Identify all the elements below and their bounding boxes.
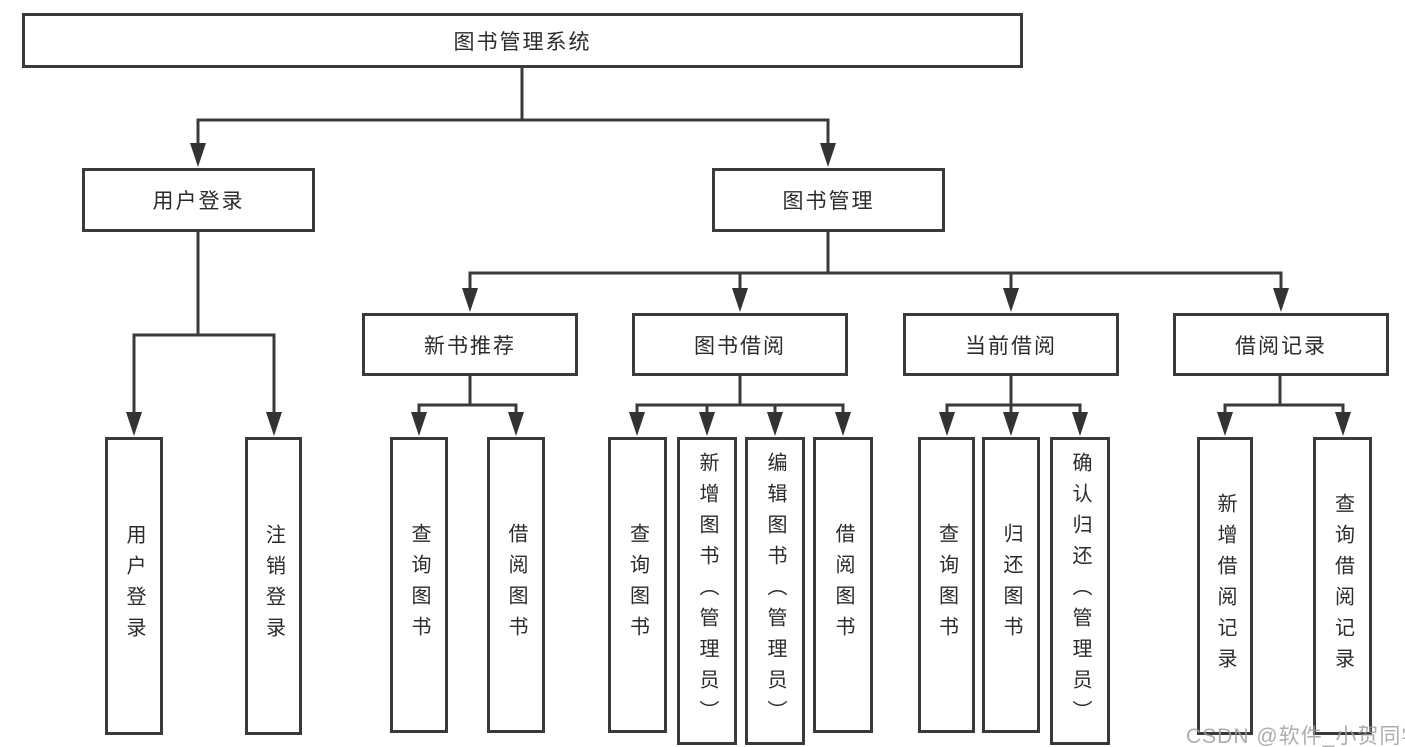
arrow-down-icon bbox=[462, 288, 478, 312]
leaf-confirm-return-admin: 确认归还（管理员） bbox=[1050, 437, 1110, 745]
leaf-add-books-admin: 新增图书（管理员） bbox=[677, 437, 737, 745]
arrow-down-icon bbox=[190, 143, 206, 167]
node-new-book-recommend: 新书推荐 bbox=[362, 313, 578, 376]
leaf-borrow-books: 借阅图书 bbox=[487, 437, 545, 733]
arrow-down-icon bbox=[126, 412, 142, 436]
leaf-borrow-books: 借阅图书 bbox=[813, 437, 873, 733]
leaf-return-books: 归还图书 bbox=[982, 437, 1040, 733]
leaf-logout: 注销登录 bbox=[245, 437, 302, 735]
leaf-query-books: 查询图书 bbox=[390, 437, 448, 733]
arrow-down-icon bbox=[266, 412, 282, 436]
arrow-down-icon bbox=[732, 288, 748, 312]
leaf-user-login: 用户登录 bbox=[105, 437, 163, 735]
node-book-borrowing: 图书借阅 bbox=[632, 313, 848, 376]
arrow-down-icon bbox=[820, 143, 836, 167]
arrow-down-icon bbox=[508, 412, 524, 436]
arrow-down-icon bbox=[629, 412, 645, 436]
arrow-down-icon bbox=[1003, 288, 1019, 312]
node-user-login: 用户登录 bbox=[82, 168, 315, 232]
leaf-query-books: 查询图书 bbox=[608, 437, 667, 733]
arrow-down-icon bbox=[1217, 412, 1233, 436]
arrow-down-icon bbox=[1072, 412, 1088, 436]
arrow-down-icon bbox=[767, 412, 783, 436]
arrow-down-icon bbox=[411, 412, 427, 436]
node-borrowing-records: 借阅记录 bbox=[1173, 313, 1389, 376]
arrow-down-icon bbox=[1335, 412, 1351, 436]
node-current-borrowing: 当前借阅 bbox=[903, 313, 1119, 376]
arrow-down-icon bbox=[699, 412, 715, 436]
arrowheads-group bbox=[126, 143, 1351, 436]
tree-connector-path bbox=[132, 66, 1345, 416]
arrow-down-icon bbox=[939, 412, 955, 436]
leaf-query-borrow-record: 查询借阅记录 bbox=[1313, 437, 1372, 735]
arrow-down-icon bbox=[835, 412, 851, 436]
leaf-edit-books-admin: 编辑图书（管理员） bbox=[745, 437, 805, 745]
leaf-query-books: 查询图书 bbox=[918, 437, 975, 733]
leaf-add-borrow-record: 新增借阅记录 bbox=[1197, 437, 1253, 735]
watermark: CSDN @软件_小贺同学 bbox=[1186, 725, 1405, 747]
arrow-down-icon bbox=[1273, 288, 1289, 312]
node-root-system: 图书管理系统 bbox=[22, 13, 1023, 68]
node-book-management: 图书管理 bbox=[712, 168, 945, 232]
arrow-down-icon bbox=[1003, 412, 1019, 436]
